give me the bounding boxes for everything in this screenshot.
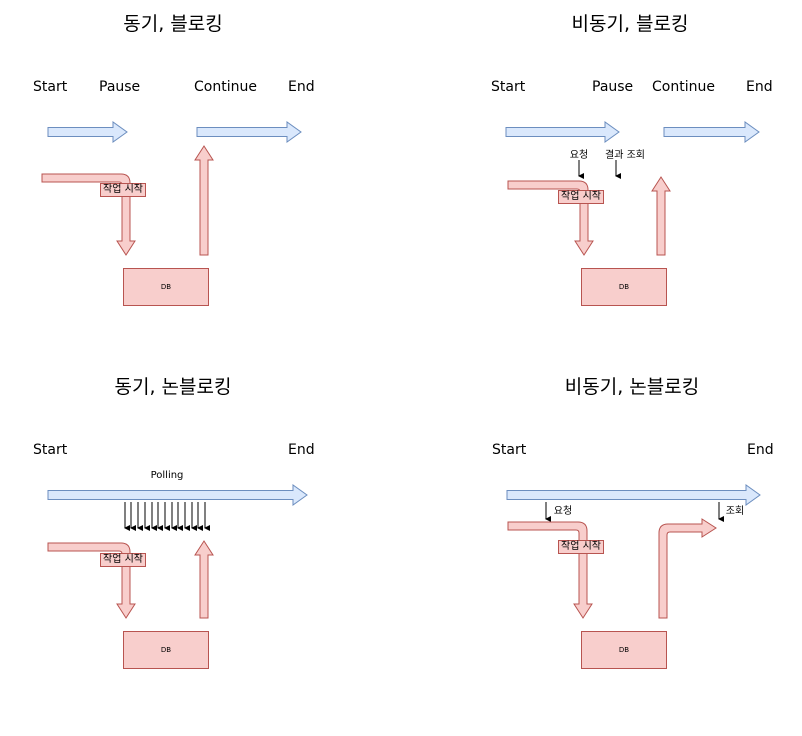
return-arrow-bend: [658, 518, 717, 619]
diagram-title: 동기, 논블로킹: [114, 376, 232, 398]
task-start-label: 작업 시작: [100, 553, 146, 567]
request-label: 요청: [553, 506, 573, 517]
result-check-label: 결과 조회: [605, 150, 645, 161]
db-box: DB: [581, 268, 667, 306]
start-label: Start: [491, 79, 526, 95]
polling-arrows: [124, 502, 210, 531]
check-label: 조회: [725, 506, 745, 517]
end-label: End: [747, 442, 774, 458]
return-arrow-up: [194, 540, 214, 619]
polling-label: Polling: [150, 470, 184, 481]
continue-label: Continue: [652, 79, 715, 95]
diagram-title: 비동기, 블로킹: [571, 13, 689, 35]
start-label: Start: [33, 79, 68, 95]
return-arrow-up: [651, 176, 671, 256]
start-label: Start: [492, 442, 527, 458]
task-arrow-down: [47, 542, 136, 619]
flow-arrow-main: [506, 484, 761, 506]
flow-arrow-continue: [663, 121, 760, 143]
db-box: DB: [123, 268, 209, 306]
pause-label: Pause: [592, 79, 634, 95]
task-start-label: 작업 시작: [558, 190, 604, 204]
diagram-title: 동기, 블로킹: [123, 13, 223, 35]
flow-arrow-start: [505, 121, 620, 143]
db-box: DB: [123, 631, 209, 669]
continue-label: Continue: [194, 79, 257, 95]
task-start-label: 작업 시작: [558, 540, 604, 554]
flow-arrow-main: [47, 484, 308, 506]
return-arrow-up: [194, 145, 214, 256]
diagram-title: 비동기, 논블로킹: [564, 376, 700, 398]
request-label: 요청: [569, 150, 589, 161]
pause-label: Pause: [99, 79, 141, 95]
task-arrow-down: [507, 521, 593, 619]
end-label: End: [288, 79, 315, 95]
task-arrow-down: [41, 173, 136, 256]
flow-arrow-continue: [196, 121, 302, 143]
db-box: DB: [581, 631, 667, 669]
task-start-label: 작업 시작: [100, 183, 146, 197]
flow-arrow-start: [47, 121, 128, 143]
task-arrow-down: [507, 180, 594, 256]
end-label: End: [288, 442, 315, 458]
start-label: Start: [33, 442, 68, 458]
end-label: End: [746, 79, 773, 95]
